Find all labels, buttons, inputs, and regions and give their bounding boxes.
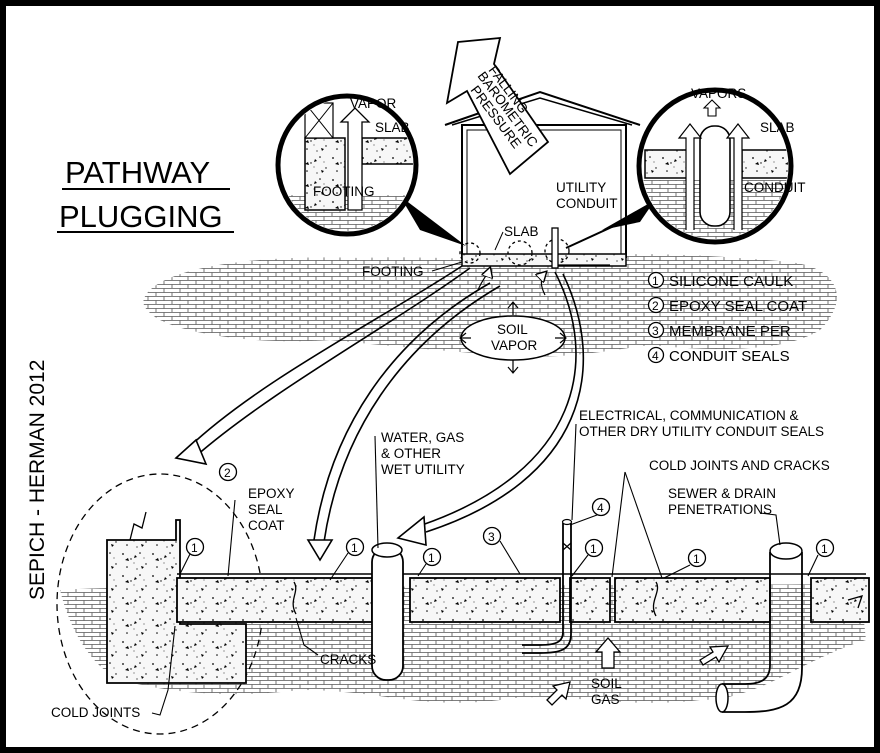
right-inset-conduit: CONDUIT <box>744 180 806 195</box>
legend-num-3: 3 <box>652 324 659 338</box>
right-inset-slab: SLAB <box>760 120 795 135</box>
legend-text-2: EPOXY SEAL COAT <box>669 298 807 315</box>
cold-joints-label: COLD JOINTS <box>51 705 140 720</box>
callout-4: 4 <box>597 501 604 515</box>
right-inset: VAPORS SLAB CONDUIT <box>565 86 806 249</box>
utility-label-2: CONDUIT <box>556 196 618 211</box>
callout-1c: 1 <box>428 551 435 565</box>
credit-text: SEPICH - HERMAN 2012 <box>26 360 49 600</box>
electrical-label-2: OTHER DRY UTILITY CONDUIT SEALS <box>579 424 824 439</box>
title-line1: PATHWAY <box>65 155 210 190</box>
callout-3: 3 <box>488 530 495 544</box>
leader-lines <box>151 423 819 716</box>
flow-arrows <box>174 265 585 562</box>
sewer-label-1: SEWER & DRAIN <box>668 486 776 501</box>
soil-gas-arrow-diag <box>546 681 571 706</box>
title-line2: PLUGGING <box>59 199 223 234</box>
house-footing-label: FOOTING <box>362 264 424 279</box>
callouts: 1 2 1 1 3 4 1 1 1 <box>185 462 835 568</box>
callout-1e: 1 <box>693 552 700 566</box>
sewer-gas-arrow <box>699 645 730 666</box>
callout-1f: 1 <box>821 542 828 556</box>
soil-gas-label-1: SOIL <box>591 676 622 691</box>
sewer-pipe <box>715 542 803 713</box>
soil-vapor-1: SOIL <box>497 322 528 337</box>
left-inset-vapor: VAPOR <box>350 96 397 111</box>
callout-1d: 1 <box>590 542 597 556</box>
water-label-1: WATER, GAS <box>381 430 464 445</box>
lower-slab <box>176 573 870 623</box>
legend-num-4: 4 <box>652 349 659 363</box>
legend-text-1: SILICONE CAULK <box>669 273 793 290</box>
soil-vapor-2: VAPOR <box>491 338 538 353</box>
soil-gas-arrow-up <box>594 637 622 669</box>
sewer-label-2: PENETRATIONS <box>668 502 772 517</box>
epoxy-label-2: SEAL <box>248 502 283 517</box>
water-label-3: WET UTILITY <box>381 462 465 477</box>
callout-1b: 1 <box>351 541 358 555</box>
cold-joints-cracks-label: COLD JOINTS AND CRACKS <box>649 458 830 473</box>
epoxy-label-1: EPOXY <box>248 486 295 501</box>
electrical-label-1: ELECTRICAL, COMMUNICATION & <box>579 408 799 423</box>
utility-label-1: UTILITY <box>556 180 606 195</box>
callout-2: 2 <box>224 466 231 480</box>
left-inset: VAPOR SLAB FOOTING <box>275 93 466 246</box>
legend: 1 SILICONE CAULK 2 EPOXY SEAL COAT 3 MEM… <box>647 271 807 365</box>
cracks-label: CRACKS <box>320 652 376 667</box>
left-inset-slab: SLAB <box>375 120 410 135</box>
house-slab <box>461 253 627 267</box>
legend-num-2: 2 <box>652 299 659 313</box>
legend-text-3: MEMBRANE PER <box>669 323 791 340</box>
left-inset-footing: FOOTING <box>313 184 375 199</box>
right-inset-vapors: VAPORS <box>691 86 746 101</box>
wet-utility-pipe <box>371 542 404 681</box>
house-slab-label: SLAB <box>504 224 539 239</box>
legend-num-1: 1 <box>652 274 659 288</box>
callout-1a: 1 <box>191 541 198 555</box>
epoxy-label-3: COAT <box>248 518 285 533</box>
dry-utility-conduit <box>522 518 573 654</box>
house <box>444 90 641 269</box>
soil-gas-label-2: GAS <box>591 692 620 707</box>
water-label-2: & OTHER <box>381 446 441 461</box>
legend-text-4: CONDUIT SEALS <box>669 348 790 365</box>
